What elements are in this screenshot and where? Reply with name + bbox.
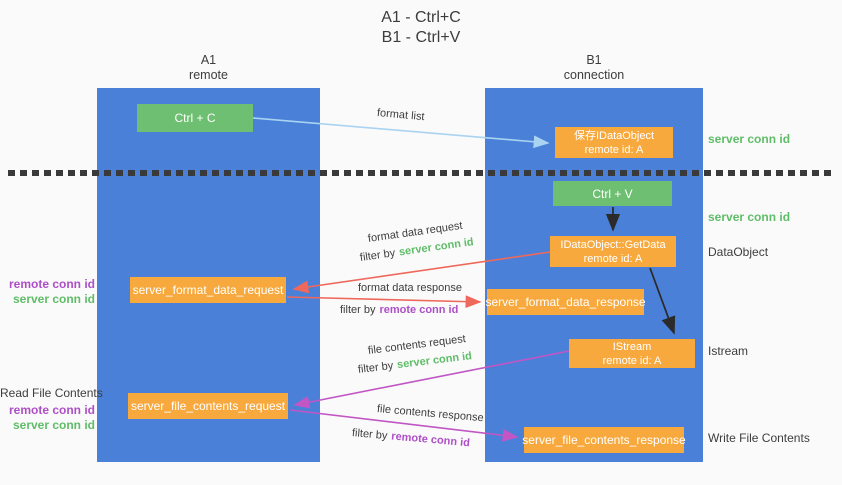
node-server-format-data-request: server_format_data_request xyxy=(130,277,286,303)
node-server-file-contents-request: server_file_contents_request xyxy=(128,393,288,419)
server-conn-id-text-1: server conn id xyxy=(398,236,475,259)
node-getdata-line2: remote id: A xyxy=(583,252,643,265)
node-server-format-data-response: server_format_data_response xyxy=(485,289,646,315)
lane-a1-subtitle: remote xyxy=(189,68,228,82)
node-idataobject-getdata: IDataObject::GetData remote id: A xyxy=(550,236,676,267)
label-remote-conn-id-left-top: remote conn id xyxy=(8,277,95,291)
node-save-idataobject-line2: remote id: A xyxy=(584,143,644,156)
node-istream-line2: remote id: A xyxy=(602,354,662,367)
filter-by-text-2: filter by xyxy=(340,304,376,316)
node-ctrl-c: Ctrl + C xyxy=(137,104,253,132)
label-file-contents-response: file contents response xyxy=(376,403,485,425)
node-ctrl-c-label: Ctrl + C xyxy=(174,111,216,125)
label-format-data-response: format data response xyxy=(358,282,462,294)
server-conn-id-text-2: server conn id xyxy=(396,350,473,372)
label-istream: Istream xyxy=(708,344,749,358)
node-istream: IStream remote id: A xyxy=(569,339,695,368)
node-format-request-label: server_format_data_request xyxy=(132,283,284,297)
label-remote-conn-id-left-bottom: remote conn id xyxy=(8,403,95,417)
label-server-conn-id-right-top: server conn id xyxy=(708,132,791,146)
filter-by-text-3: filter by xyxy=(357,359,394,376)
node-file-request-label: server_file_contents_request xyxy=(130,399,286,413)
node-file-response-label: server_file_contents_response xyxy=(522,433,686,447)
node-istream-line1: IStream xyxy=(612,340,652,353)
remote-conn-id-text-1: remote conn id xyxy=(379,304,459,316)
label-dataobject: DataObject xyxy=(708,245,769,259)
node-ctrl-v: Ctrl + V xyxy=(553,181,672,206)
diagram-title: A1 - Ctrl+C B1 - Ctrl+V xyxy=(0,8,842,48)
node-ctrl-v-label: Ctrl + V xyxy=(592,186,633,201)
lane-b1-subtitle: connection xyxy=(563,68,625,82)
session-divider-dotted-line xyxy=(8,170,836,176)
lane-a1-name: A1 xyxy=(200,53,217,67)
node-format-response-label: server_format_data_response xyxy=(485,295,646,309)
label-server-conn-id-right-mid: server conn id xyxy=(708,210,791,224)
label-format-list: format list xyxy=(376,107,426,124)
node-getdata-line1: IDataObject::GetData xyxy=(560,238,666,251)
label-server-conn-id-left-bottom: server conn id xyxy=(12,418,95,432)
filter-by-text-4: filter by xyxy=(351,427,388,443)
label-server-conn-id-left-top: server conn id xyxy=(12,292,95,306)
lane-header-a1: A1 remote xyxy=(97,53,320,83)
node-save-idataobject: 保存IDataObject remote id: A xyxy=(555,127,673,158)
label-write-file-contents: Write File Contents xyxy=(708,431,810,445)
lane-b1-name: B1 xyxy=(586,53,602,67)
remote-conn-id-text-2: remote conn id xyxy=(390,430,471,450)
title-line-2: B1 - Ctrl+V xyxy=(381,29,461,46)
node-save-idataobject-line1: 保存IDataObject xyxy=(573,129,655,142)
filter-by-text-1: filter by xyxy=(359,247,396,264)
lane-header-b1: B1 connection xyxy=(485,53,703,83)
title-line-1: A1 - Ctrl+C xyxy=(381,9,461,26)
label-read-file-contents: Read File Contents xyxy=(0,386,103,400)
node-server-file-contents-response: server_file_contents_response xyxy=(522,427,686,453)
